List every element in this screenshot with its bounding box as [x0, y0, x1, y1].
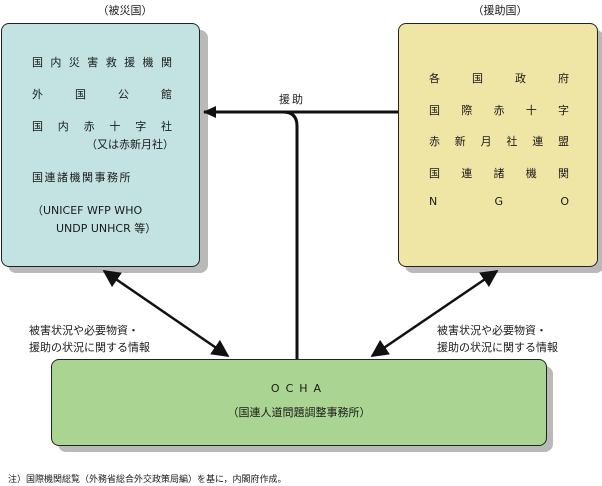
left-line-un-agencies-2: UNDP UNHCR 等） [56, 222, 157, 235]
right-panel-heading: （援助国） [472, 4, 528, 17]
char: 政 [515, 72, 526, 85]
char: 十 [109, 120, 121, 133]
char: 機 [525, 167, 537, 180]
char: 際 [461, 104, 473, 117]
char: 関 [558, 167, 569, 180]
char: 社 [160, 120, 172, 133]
left-flow-label-2: 援助の状況に関する情報 [29, 341, 150, 354]
char: 赤 [83, 120, 95, 133]
char: 社 [506, 135, 518, 148]
char: G [494, 195, 504, 208]
left-flow-label-1: 被害状況や必要物資・ [29, 324, 139, 337]
char: 月 [480, 135, 492, 148]
char: 災 [68, 56, 80, 69]
char: 外 [32, 88, 43, 101]
right-line-governments: 各国政府 [429, 70, 569, 86]
char: 字 [135, 120, 147, 133]
char: 連 [461, 167, 473, 180]
char: 救 [105, 56, 117, 69]
char: 諸 [493, 167, 505, 180]
right-line-un-agencies: 国連諸機関 [429, 165, 569, 181]
aid-label: 援助 [279, 93, 305, 106]
footnote: 注）国際機関総覧（外務省総合外交政策局編）を基に，内閣府作成。 [8, 475, 287, 485]
char: 国 [429, 167, 440, 180]
char: 府 [558, 72, 569, 85]
right-flow-label-1: 被害状況や必要物資・ [437, 324, 547, 337]
char: 赤 [429, 135, 440, 148]
char: 関 [160, 56, 172, 69]
left-line-red-crescent: （又は赤新月社） [86, 138, 174, 151]
char: 館 [161, 88, 172, 101]
ocha-title: OCHA [270, 382, 328, 395]
char: 国 [75, 88, 86, 101]
char: 連 [532, 135, 544, 148]
char: 国 [32, 120, 43, 133]
char: N [429, 195, 438, 208]
left-panel-heading: （被災国） [97, 4, 153, 17]
left-line-disaster-relief: 国内災害救援機関 [32, 54, 172, 70]
affected-country-panel: 国内災害救援機関 外国公館 国内赤十字社 （又は赤新月社） 国連諸機関事務所 （… [1, 23, 200, 267]
right-flow-label-2: 援助の状況に関する情報 [437, 341, 558, 354]
char: 援 [124, 56, 136, 69]
char: O [560, 195, 569, 208]
char: 内 [50, 56, 62, 69]
char: 公 [118, 88, 129, 101]
char: 国 [32, 56, 43, 69]
char: 新 [454, 135, 466, 148]
ocha-subtitle: （国連人道問題調整事務所） [227, 406, 371, 419]
right-info-arrow [370, 269, 499, 358]
left-line-red-cross: 国 内 赤 十 字社 [32, 118, 172, 134]
char: 十 [525, 104, 537, 117]
ocha-panel: OCHA （国連人道問題調整事務所） [51, 359, 547, 446]
char: 字 [558, 104, 569, 117]
char: 国 [472, 72, 483, 85]
char: 盟 [557, 135, 569, 148]
right-line-international-red-cross: 国際赤十字 [429, 102, 569, 118]
aid-arrow [204, 110, 398, 359]
char: 赤 [493, 104, 505, 117]
left-info-arrow [102, 269, 230, 358]
left-line-foreign-missions: 外国公館 [32, 86, 172, 102]
char: 害 [87, 56, 99, 69]
char: 各 [429, 72, 440, 85]
char: 国 [429, 104, 440, 117]
char: 内 [57, 120, 69, 133]
aid-arrowhead [203, 106, 216, 118]
left-line-un-offices: 国連諸機関事務所 [32, 171, 132, 184]
char: 機 [142, 56, 154, 69]
left-line-un-agencies-1: （UNICEF WFP WHO [32, 204, 143, 217]
right-line-red-crescent-federation: 赤 新 月 社 連盟 [429, 133, 569, 149]
